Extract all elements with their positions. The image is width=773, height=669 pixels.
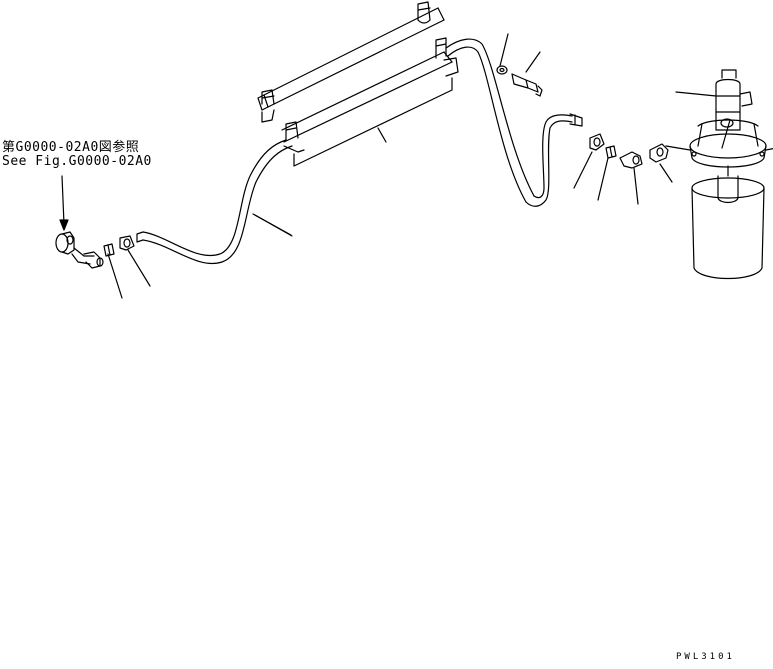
grease-hose-upper (446, 39, 572, 206)
leader-reference-arrowhead (60, 220, 68, 230)
leader-pump (676, 92, 716, 96)
lower-bracket-left (284, 122, 304, 152)
lower-bracket-right (436, 38, 458, 76)
grease-pail (692, 166, 764, 279)
upper-frame-bar (258, 8, 444, 110)
lower-frame-bar (282, 52, 452, 142)
leader-nipple-left (108, 254, 122, 298)
grease-pump (716, 70, 752, 148)
leader-nipple-right (598, 158, 608, 200)
elbow-fitting-left (84, 252, 103, 268)
nut-right (590, 134, 604, 150)
reference-valve (56, 232, 94, 264)
reference-note-japanese: 第G0000-02A0図参照 (2, 140, 140, 155)
connector-right (650, 144, 668, 162)
leader-bolt (526, 52, 540, 72)
clamp-callout-bracket (294, 78, 452, 166)
bolt-top (512, 74, 542, 96)
leader-connector-right (660, 164, 672, 182)
elbow-fitting-right (620, 152, 642, 168)
leader-hose (255, 215, 292, 236)
leader-nut-left (128, 250, 150, 286)
leader-washer (500, 34, 508, 66)
upper-bracket-left (262, 90, 274, 122)
leader-lines (60, 34, 716, 298)
nipple-right (606, 146, 616, 158)
nut-left (120, 236, 134, 250)
upper-bracket-right (418, 2, 430, 23)
washer-top (497, 66, 507, 74)
leader-nut-right (574, 152, 592, 188)
hose-end-fitting (570, 114, 582, 126)
leader-elbow-right (634, 168, 638, 204)
nipple-left (104, 244, 114, 256)
grease-hose-left (137, 140, 292, 264)
pump-lid (666, 120, 773, 167)
leader-reference-arrow (62, 176, 64, 224)
drawing-code: PWL3101 (676, 652, 735, 662)
reference-note-english: See Fig.G0000-02A0 (2, 154, 152, 169)
